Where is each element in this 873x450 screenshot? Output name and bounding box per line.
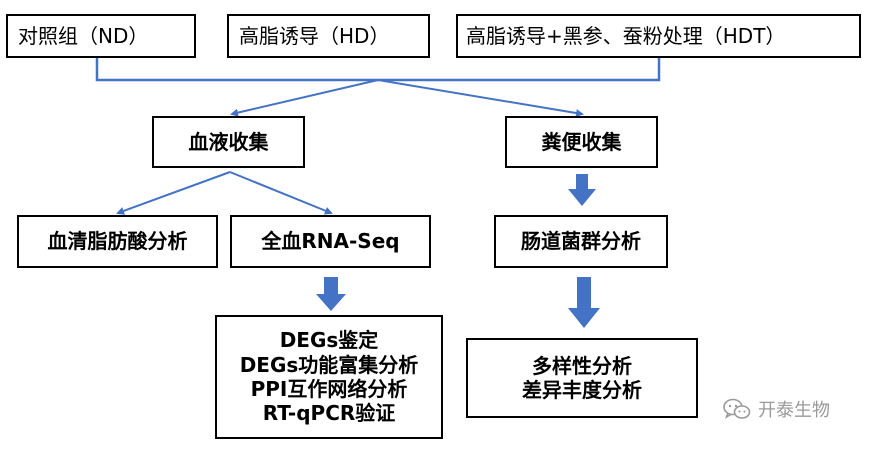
rna-seq-box: 全血RNA-Seq	[230, 215, 431, 268]
arrow-to-feces	[377, 79, 584, 117]
group-bracket	[95, 58, 661, 82]
rna-seq-result-item: DEGs功能富集分析	[239, 352, 419, 377]
flora-result-item: 差异丰度分析	[522, 378, 642, 402]
gut-flora-label: 肠道菌群分析	[521, 229, 641, 254]
group-hd-label: 高脂诱导（HD）	[239, 23, 390, 48]
block-arrow-rnaseq-to-results	[316, 277, 346, 311]
feces-collection-box: 粪便收集	[505, 116, 658, 168]
watermark: 开泰生物	[722, 396, 830, 422]
flora-result-item: 多样性分析	[532, 353, 632, 378]
blood-collection-box: 血液收集	[152, 116, 305, 168]
feces-collection-label: 粪便收集	[541, 129, 622, 154]
rna-seq-results-box: DEGs鉴定 DEGs功能富集分析 PPI互作网络分析 RT-qPCR验证	[215, 315, 443, 439]
block-arrow-flora-to-results	[568, 277, 600, 328]
group-hd: 高脂诱导（HD）	[227, 14, 430, 58]
gut-flora-box: 肠道菌群分析	[494, 215, 668, 268]
rna-seq-label: 全血RNA-Seq	[261, 229, 400, 254]
blood-collection-label: 血液收集	[188, 129, 269, 154]
group-hdt: 高脂诱导+黑参、蚕粉处理（HDT）	[456, 14, 861, 58]
arrow-to-blood	[230, 79, 379, 117]
rna-seq-result-item: DEGs鉴定	[279, 328, 379, 353]
group-hdt-label: 高脂诱导+黑参、蚕粉处理（HDT）	[466, 23, 786, 48]
wechat-icon	[723, 398, 751, 419]
flora-results-box: 多样性分析 差异丰度分析	[466, 338, 698, 418]
group-nd: 对照组（ND）	[6, 14, 196, 58]
rna-seq-result-item: PPI互作网络分析	[250, 377, 408, 401]
rna-seq-result-item: RT-qPCR验证	[262, 401, 396, 426]
watermark-text: 开泰生物	[758, 400, 830, 421]
arrow-to-serum	[116, 171, 231, 215]
serum-fatty-acid-box: 血清脂肪酸分析	[17, 215, 218, 268]
group-nd-label: 对照组（ND）	[18, 23, 149, 48]
arrow-to-rnaseq	[229, 171, 333, 215]
block-arrow-feces-to-flora	[568, 174, 596, 206]
serum-fatty-acid-label: 血清脂肪酸分析	[47, 229, 188, 254]
